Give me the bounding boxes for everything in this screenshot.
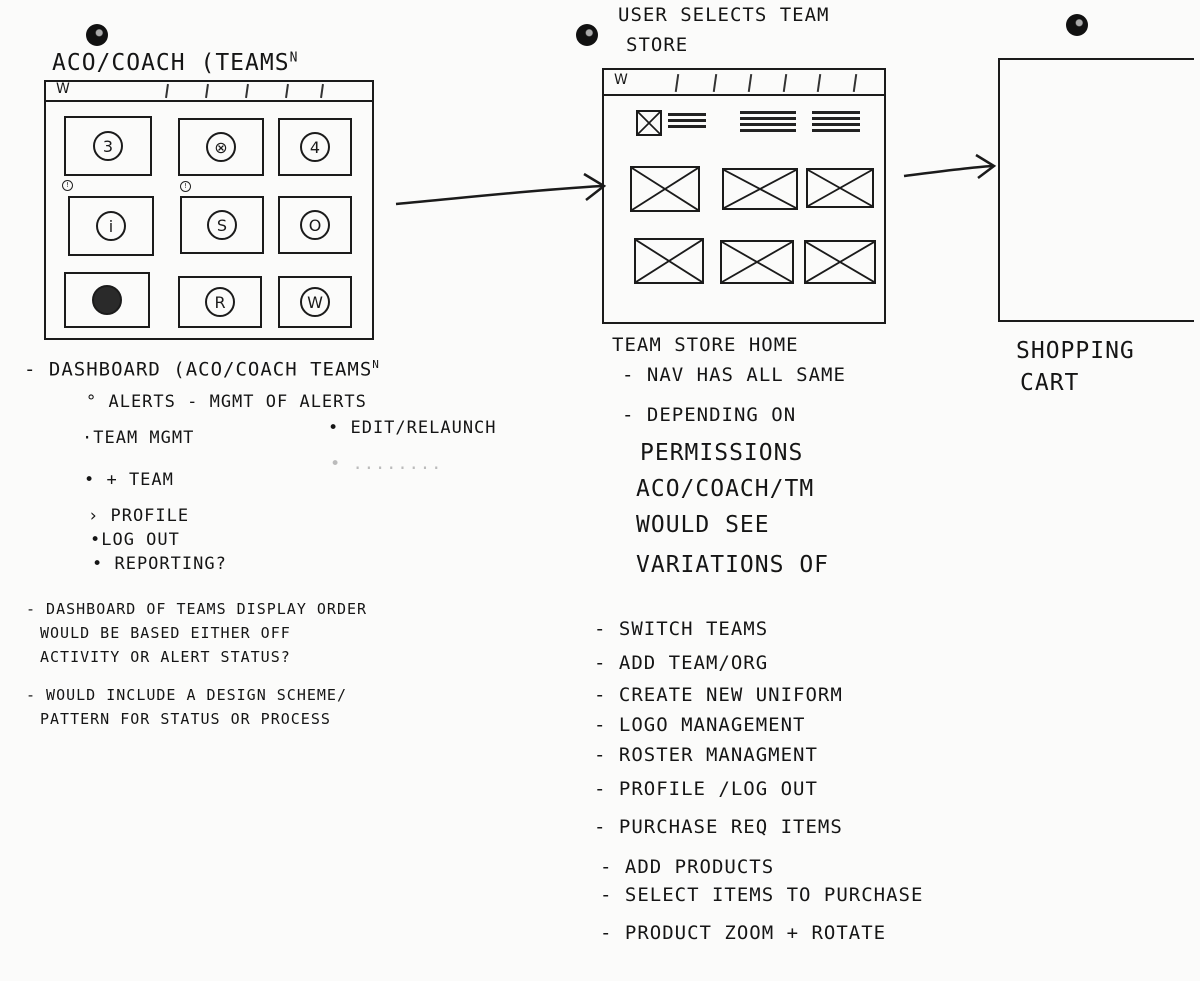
note-design-scheme-line2: PATTERN FOR STATUS OR PROCESS: [40, 710, 331, 728]
store-tab-divider: [747, 73, 753, 93]
bullet-faded: • ........: [330, 454, 443, 474]
dashboard-browser-w: W: [56, 81, 70, 97]
store-note-line6: VARIATIONS OF: [636, 552, 830, 578]
team-tile[interactable]: 4: [278, 118, 352, 176]
feature-item: - PRODUCT ZOOM + ROTATE: [600, 922, 887, 944]
team-logo-icon: ⊗: [206, 132, 236, 162]
team-tile[interactable]: i: [68, 196, 154, 256]
store-tab-divider: [816, 73, 822, 93]
dashboard-browser-bar: W: [46, 81, 372, 102]
alert-badge-icon: !: [180, 181, 191, 192]
bullet-logout: •LOG OUT: [90, 530, 180, 550]
note-display-order-line2: WOULD BE BASED EITHER OFF: [40, 624, 291, 642]
dashboard-title-text: ACO/COACH (TEAMS: [52, 50, 290, 76]
store-note-line1: - NAV HAS ALL SAME: [622, 364, 846, 386]
bullet-profile: › PROFILE: [88, 506, 190, 526]
store-browser-w: W: [614, 72, 628, 88]
feature-item: - SWITCH TEAMS: [594, 618, 769, 640]
team-logo-icon: i: [96, 211, 126, 241]
feature-item: - CREATE NEW UNIFORM: [594, 684, 843, 706]
bullet-alerts: ° ALERTS - MGMT OF ALERTS: [86, 392, 367, 412]
store-note-line4: ACO/COACH/TM: [636, 476, 815, 502]
flow-arrow-icon: [395, 172, 607, 206]
feature-item: - SELECT ITEMS TO PURCHASE: [600, 884, 924, 906]
product-placeholder[interactable]: [634, 238, 704, 284]
team-logo-icon: W: [300, 287, 330, 317]
store-note-line5: WOULD SEE: [636, 512, 770, 538]
note-design-scheme-line1: - WOULD INCLUDE A DESIGN SCHEME/: [26, 686, 347, 704]
dashboard-title: ACO/COACH (TEAMSN: [52, 50, 298, 76]
team-logo-icon: R: [205, 287, 235, 317]
bullet-reporting: • REPORTING?: [92, 554, 227, 574]
dashboard-tab-divider: [205, 83, 209, 99]
dashboard-heading-text: - DASHBOARD (ACO/COACH TEAMS: [24, 358, 373, 381]
store-note-line2: - DEPENDING ON: [622, 404, 797, 426]
store-tab-divider: [782, 73, 788, 93]
store-nav-lines: [740, 108, 796, 135]
product-placeholder[interactable]: [806, 168, 874, 208]
feature-item: - ADD PRODUCTS: [600, 856, 775, 878]
feature-item: - ROSTER MANAGMENT: [594, 744, 818, 766]
shopping-cart-caption-line2: CART: [1020, 370, 1080, 396]
store-tab-divider: [852, 73, 858, 93]
store-home-caption: TEAM STORE HOME: [612, 334, 799, 356]
punch-hole-left: [86, 24, 108, 46]
feature-item: - PURCHASE REQ ITEMS: [594, 816, 843, 838]
store-title-line1: USER SELECTS TEAM: [618, 4, 830, 26]
shopping-cart-wireframe: [998, 58, 1194, 322]
product-placeholder[interactable]: [630, 166, 700, 212]
product-placeholder[interactable]: [720, 240, 794, 284]
dashboard-heading: - DASHBOARD (ACO/COACH TEAMSN: [24, 358, 380, 380]
feature-item: - PROFILE /LOG OUT: [594, 778, 818, 800]
team-tile[interactable]: ⊗: [178, 118, 264, 176]
note-display-order-line3: ACTIVITY OR ALERT STATUS?: [40, 648, 291, 666]
store-tab-divider: [712, 73, 718, 93]
dashboard-title-sup: N: [289, 50, 299, 66]
note-display-order-line1: - DASHBOARD OF TEAMS DISPLAY ORDER: [26, 600, 368, 618]
store-title-line2: STORE: [626, 34, 689, 56]
punch-hole-right: [1066, 14, 1088, 36]
bullet-add-team: • + TEAM: [84, 470, 174, 490]
dashboard-heading-sup: N: [372, 358, 380, 371]
team-tile[interactable]: S: [180, 196, 264, 254]
feature-item: - ADD TEAM/ORG: [594, 652, 769, 674]
bullet-edit-relaunch: • EDIT/RELAUNCH: [328, 418, 497, 438]
dashboard-wireframe: W: [44, 80, 374, 340]
team-tile[interactable]: R: [178, 276, 262, 328]
dashboard-tab-divider: [320, 83, 324, 99]
flow-arrow-icon: [903, 153, 997, 179]
team-logo-icon: [92, 285, 122, 315]
team-logo-icon: S: [207, 210, 237, 240]
team-tile[interactable]: W: [278, 276, 352, 328]
team-tile[interactable]: 3: [64, 116, 152, 176]
bullet-team-mgmt: ·TEAM MGMT: [82, 428, 195, 448]
dashboard-tab-divider: [165, 83, 169, 99]
dashboard-tab-divider: [285, 83, 289, 99]
store-browser-bar: W: [604, 70, 884, 96]
store-nav-lines: [668, 110, 706, 131]
team-logo-icon: 3: [93, 131, 123, 161]
team-tile[interactable]: O: [278, 196, 352, 254]
product-placeholder[interactable]: [804, 240, 876, 284]
store-logo-placeholder: [636, 110, 662, 136]
shopping-cart-caption-line1: SHOPPING: [1016, 338, 1135, 364]
team-logo-icon: 4: [300, 132, 330, 162]
feature-item: - LOGO MANAGEMENT: [594, 714, 806, 736]
store-wireframe: W: [602, 68, 886, 324]
team-logo-icon: O: [300, 210, 330, 240]
punch-hole-middle: [576, 24, 598, 46]
store-nav-lines: [812, 108, 860, 135]
store-note-line3: PERMISSIONS: [640, 440, 804, 466]
store-tab-divider: [674, 73, 680, 93]
product-placeholder[interactable]: [722, 168, 798, 210]
team-tile[interactable]: [64, 272, 150, 328]
dashboard-tab-divider: [245, 83, 249, 99]
alert-badge-icon: !: [62, 180, 73, 191]
